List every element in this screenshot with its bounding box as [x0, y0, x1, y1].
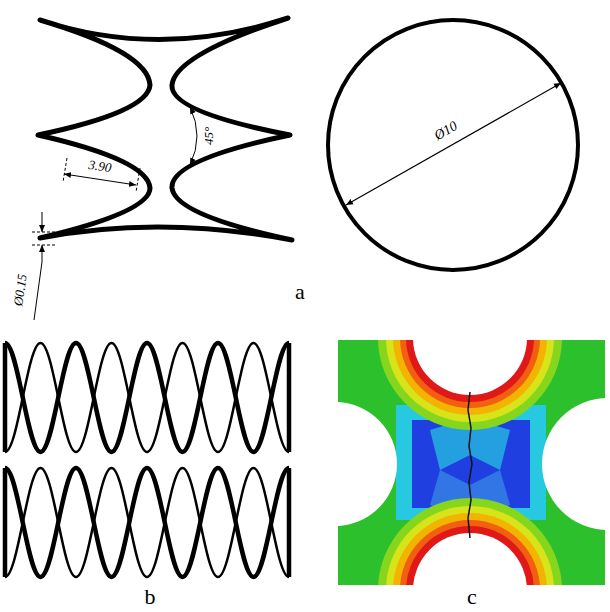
panel-letter: c [467, 586, 477, 608]
stent-side-view [5, 343, 289, 577]
angle-arc [190, 107, 197, 165]
extension-line [136, 168, 140, 192]
leader-line [34, 262, 42, 320]
extension-line [32, 232, 56, 233]
dimension-label: Ø0.15 [11, 273, 28, 307]
dimension-arrow [42, 245, 43, 262]
ring-circle [328, 20, 578, 270]
dimension-line [64, 174, 136, 185]
panel-letter: b [145, 586, 156, 608]
panel-letter: a [295, 281, 305, 303]
stress-contour [338, 340, 605, 585]
dimension-label: Ø10 [432, 119, 460, 143]
diameter-line [346, 83, 561, 205]
dimension-arrow [42, 212, 43, 232]
angle-label: 45° [202, 127, 215, 145]
dimension-label: 3.90 [88, 158, 112, 174]
extension-line [63, 158, 67, 182]
strut-outline [38, 18, 292, 240]
extension-line [32, 245, 56, 246]
